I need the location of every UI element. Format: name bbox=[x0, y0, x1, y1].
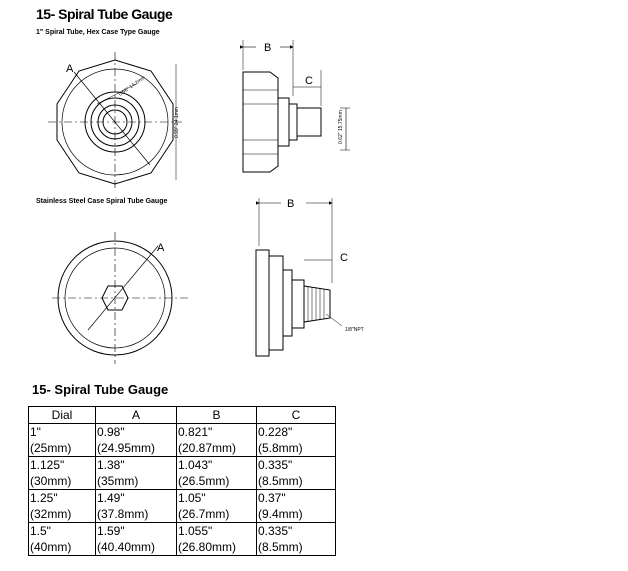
cell-mm: (24.95mm) bbox=[97, 441, 156, 455]
cell-mm: (26.7mm) bbox=[178, 507, 230, 521]
technical-drawings: A 0.56" 14.2mm 0.99" 24.1mm B C 0.62" 15… bbox=[48, 40, 364, 364]
cell-mm: (8.5mm) bbox=[258, 474, 303, 488]
header-a: A bbox=[95, 406, 177, 424]
hex-label-c: C bbox=[305, 75, 313, 87]
cell-c: 0.37" (9.4mm) bbox=[256, 489, 336, 523]
stainless-gauge-caption: Stainless Steel Case Spiral Tube Gauge bbox=[36, 198, 168, 205]
stainless-label-c: C bbox=[340, 252, 348, 264]
cell-a: 1.38" (35mm) bbox=[95, 456, 177, 490]
stainless-gauge-front-view bbox=[52, 232, 190, 364]
hex-dim-side: 0.62" 15.75mm bbox=[338, 110, 344, 144]
table-title: 15- Spiral Tube Gauge bbox=[32, 382, 169, 397]
cell-mm: (8.5mm) bbox=[258, 540, 303, 554]
hex-gauge-side-view bbox=[240, 40, 350, 173]
hex-label-b: B bbox=[264, 42, 271, 54]
cell-mm: (26.80mm) bbox=[178, 540, 237, 554]
cell-a: 0.98" (24.95mm) bbox=[95, 423, 177, 457]
page-title: 15- Spiral Tube Gauge bbox=[36, 6, 173, 22]
cell-c: 0.335" (8.5mm) bbox=[256, 456, 336, 490]
hex-label-a: A bbox=[66, 63, 74, 75]
header-c: C bbox=[256, 406, 336, 424]
cell-in: 0.335" bbox=[258, 524, 293, 538]
cell-b: 1.05" (26.7mm) bbox=[176, 489, 257, 523]
cell-c: 0.228" (5.8mm) bbox=[256, 423, 336, 457]
thread-note: 1/8"NPT bbox=[345, 327, 364, 333]
cell-in: 0.335" bbox=[258, 458, 293, 472]
cell-in: 0.228" bbox=[258, 425, 293, 439]
cell-dial: 1.125" (30mm) bbox=[28, 456, 96, 490]
table-row: 1.125"(30mm) 1.38"(35mm) 1.043"(26.5mm) … bbox=[28, 456, 336, 490]
table-header-row: Dial A B C bbox=[28, 406, 336, 424]
cell-b: 1.055" (26.80mm) bbox=[176, 522, 257, 556]
cell-in: 1.043" bbox=[178, 458, 213, 472]
cell-in: 1.49" bbox=[97, 491, 125, 505]
cell-mm: (37.8mm) bbox=[97, 507, 149, 521]
cell-mm: (40mm) bbox=[30, 540, 72, 554]
cell-b: 1.043" (26.5mm) bbox=[176, 456, 257, 490]
stainless-label-b: B bbox=[287, 198, 294, 210]
cell-in: 1.5" bbox=[30, 524, 51, 538]
table-row: 1.25"(32mm) 1.49"(37.8mm) 1.05"(26.7mm) … bbox=[28, 489, 336, 523]
stainless-label-a: A bbox=[157, 242, 165, 254]
header-dial: Dial bbox=[28, 406, 96, 424]
spec-table: Dial A B C 1" (25mm) 0.98" (24.95mm) 0.821… bbox=[28, 406, 336, 556]
cell-in: 1" bbox=[30, 425, 41, 439]
stainless-gauge-side-view bbox=[255, 198, 343, 357]
cell-in: 1.38" bbox=[97, 458, 125, 472]
cell-mm: (26.5mm) bbox=[178, 474, 230, 488]
cell-mm: (25mm) bbox=[30, 441, 72, 455]
cell-mm: (5.8mm) bbox=[258, 441, 303, 455]
hex-dim-front: 0.99" 24.1mm bbox=[174, 107, 180, 138]
cell-mm: (32mm) bbox=[30, 507, 72, 521]
hex-gauge-caption: 1" Spiral Tube, Hex Case Type Gauge bbox=[36, 29, 160, 36]
cell-in: 0.821" bbox=[178, 425, 213, 439]
hex-gauge-front-view bbox=[48, 52, 182, 190]
cell-mm: (9.4mm) bbox=[258, 507, 303, 521]
cell-in: 1.055" bbox=[178, 524, 213, 538]
cell-in: 1.125" bbox=[30, 458, 65, 472]
cell-c: 0.335" (8.5mm) bbox=[256, 522, 336, 556]
cell-dial: 1" (25mm) bbox=[28, 423, 96, 457]
cell-mm: (20.87mm) bbox=[178, 441, 237, 455]
cell-in: 1.59" bbox=[97, 524, 125, 538]
cell-dial: 1.5" (40mm) bbox=[28, 522, 96, 556]
cell-mm: (35mm) bbox=[97, 474, 139, 488]
cell-mm: (40.40mm) bbox=[97, 540, 156, 554]
table-row: 1.5" (40mm) 1.59" (40.40mm) 1.055" (26.80mm… bbox=[28, 522, 336, 556]
cell-b: 0.821" (20.87mm) bbox=[176, 423, 257, 457]
header-b: B bbox=[176, 406, 257, 424]
cell-dial: 1.25" (32mm) bbox=[28, 489, 96, 523]
table-row: 1"(25mm) 0.98"(24.95mm) 0.821"(20.87mm) … bbox=[28, 423, 336, 457]
hex-dim-inner: 0.56" 14.2mm bbox=[118, 75, 147, 98]
cell-a: 1.49" (37.8mm) bbox=[95, 489, 177, 523]
cell-mm: (30mm) bbox=[30, 474, 72, 488]
cell-in: 1.05" bbox=[178, 491, 206, 505]
cell-a: 1.59" (40.40mm) bbox=[95, 522, 177, 556]
cell-in: 1.25" bbox=[30, 491, 58, 505]
cell-in: 0.98" bbox=[97, 425, 125, 439]
cell-in: 0.37" bbox=[258, 491, 286, 505]
